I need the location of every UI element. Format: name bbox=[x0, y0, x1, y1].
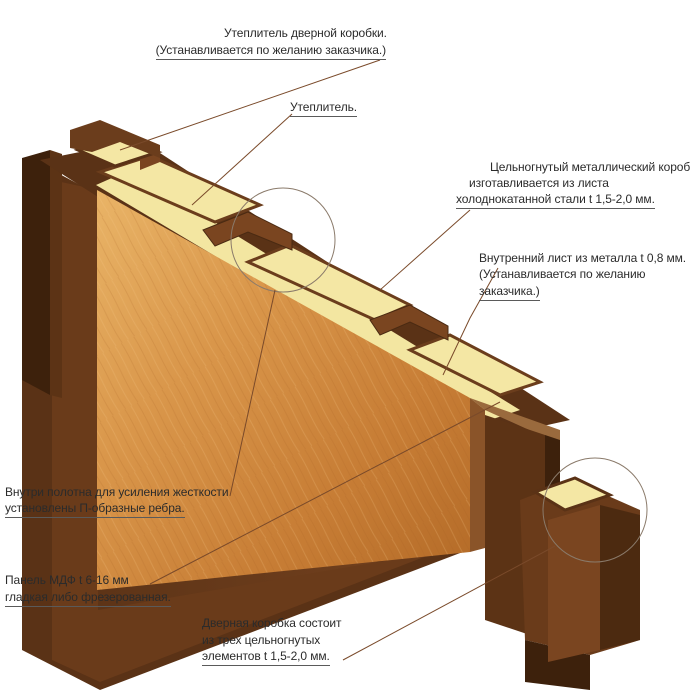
insulation-block-3 bbox=[406, 333, 544, 397]
leader-metal-box bbox=[379, 209, 471, 291]
leader-door-frame bbox=[342, 545, 556, 661]
label-metal-box-line3: холоднокатанной стали t 1,5-2,0 мм. bbox=[456, 191, 655, 209]
left-end-profile bbox=[22, 150, 50, 395]
u-rib-2 bbox=[369, 304, 449, 341]
label-door-frame-line1: Дверная коробка состоит bbox=[202, 616, 342, 630]
label-inner-sheet-line2: (Устанавливается по желанию bbox=[479, 267, 646, 281]
frame-bottom-body bbox=[548, 505, 600, 662]
label-inner-sheet: Внутренний лист из металла t 0,8 мм. bbox=[479, 250, 686, 266]
top-insulation-strip bbox=[96, 170, 520, 420]
label-metal-box-3: холоднокатанной стали t 1,5-2,0 мм. bbox=[456, 191, 655, 209]
leader-ribs bbox=[229, 289, 276, 497]
u-rib-1 bbox=[202, 211, 293, 251]
label-ribs-line2: установлены П-образные ребра. bbox=[5, 500, 185, 518]
label-frame-insulation-line1: Утеплитель дверной коробки. bbox=[224, 26, 387, 40]
detail-circle-top bbox=[230, 187, 336, 293]
frame-profile-top bbox=[70, 120, 160, 158]
label-inner-sheet-line3: заказчика.) bbox=[479, 283, 540, 301]
label-frame-insulation-line2: (Устанавливается по желанию заказчика.) bbox=[155, 42, 386, 60]
label-inner-sheet-line1: Внутренний лист из металла t 0,8 мм. bbox=[479, 251, 687, 265]
label-ribs-line1: Внутри полотна для усиления жесткости bbox=[5, 485, 229, 499]
label-mdf-line1: Панель МДФ t 6-16 мм bbox=[5, 573, 129, 587]
leader-mdf bbox=[149, 401, 501, 585]
label-inner-sheet-2: (Устанавливается по желанию bbox=[479, 266, 646, 282]
mdf-panel-grain bbox=[97, 190, 470, 590]
frame-bottom-right bbox=[600, 505, 640, 650]
leader-frame-insulation bbox=[119, 59, 381, 151]
label-frame-insulation: Утеплитель дверной коробки. bbox=[224, 25, 387, 41]
frame-bottom-insulation bbox=[531, 476, 614, 512]
label-metal-box: Цельногнутый металлический короб bbox=[490, 159, 690, 175]
detail-circle-bottom bbox=[542, 457, 648, 563]
leaf-front-frame bbox=[52, 180, 520, 682]
label-door-frame: Дверная коробка состоит bbox=[202, 615, 342, 631]
left-end-face bbox=[50, 150, 62, 398]
label-metal-box-line2: изготавливается из листа bbox=[469, 176, 609, 190]
leader-inner-sheet bbox=[442, 267, 499, 376]
label-insulation: Утеплитель. bbox=[290, 99, 357, 117]
mdf-panel-edge bbox=[470, 398, 485, 552]
label-door-frame-line2: из трех цельногнутых bbox=[202, 633, 321, 647]
label-ribs: Внутри полотна для усиления жесткости bbox=[5, 484, 229, 500]
label-mdf-2: гладкая либо фрезерованная. bbox=[5, 589, 171, 607]
label-mdf-line2: гладкая либо фрезерованная. bbox=[5, 589, 171, 607]
label-ribs-2: установлены П-образные ребра. bbox=[5, 500, 185, 518]
label-door-frame-line3: элементов t 1,5-2,0 мм. bbox=[202, 648, 330, 666]
label-inner-sheet-3: заказчика.) bbox=[479, 283, 540, 301]
label-metal-box-line1: Цельногнутый металлический короб bbox=[490, 160, 691, 174]
label-frame-insulation-2: (Устанавливается по желанию заказчика.) bbox=[140, 42, 386, 60]
label-door-frame-2: из трех цельногнутых bbox=[202, 632, 320, 648]
leader-insulation bbox=[191, 113, 293, 206]
label-door-frame-3: элементов t 1,5-2,0 мм. bbox=[202, 648, 330, 666]
label-metal-box-2: изготавливается из листа bbox=[469, 175, 609, 191]
label-insulation-line1: Утеплитель. bbox=[290, 99, 357, 117]
label-mdf: Панель МДФ t 6-16 мм bbox=[5, 572, 129, 588]
